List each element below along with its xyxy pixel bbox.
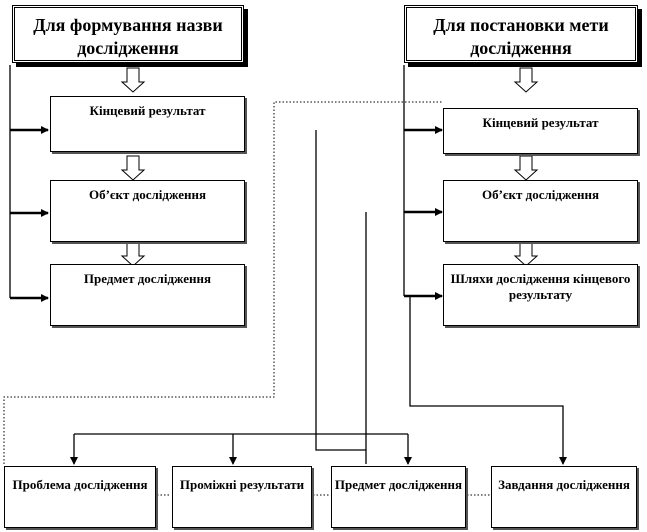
right-item-label: Кінцевий результат <box>482 115 599 130</box>
bottom-item-intermediate: Проміжні результати <box>172 466 312 528</box>
left-item-label: Кінцевий результат <box>89 103 206 118</box>
left-item-object: Об’єкт дослідження <box>50 180 245 242</box>
bottom-item-label: Предмет дослідження <box>334 477 463 492</box>
right-item-end-result: Кінцевий результат <box>443 108 638 154</box>
left-title: Для формування назви дослідження <box>33 15 223 58</box>
left-title-box: Для формування назви дослідження <box>12 5 244 63</box>
left-item-subject: Предмет дослідження <box>50 264 245 326</box>
right-item-object: Об’єкт дослідження <box>443 180 638 242</box>
bottom-item-label: Завдання дослідження <box>498 477 630 492</box>
right-item-label: Об’єкт дослідження <box>481 187 600 202</box>
bottom-item-tasks: Завдання дослідження <box>491 466 637 528</box>
left-item-end-result: Кінцевий результат <box>50 96 245 152</box>
right-item-label: Шляхи дослідження кінцевого результату <box>450 271 631 302</box>
right-item-ways: Шляхи дослідження кінцевого результату <box>443 264 638 326</box>
bottom-item-problem: Проблема дослідження <box>4 466 156 528</box>
bottom-item-subject: Предмет дослідження <box>331 466 466 528</box>
right-title: Для постановки мети дослідження <box>433 15 609 58</box>
bottom-item-label: Проміжні результати <box>179 477 305 492</box>
right-title-box: Для постановки мети дослідження <box>404 5 638 63</box>
left-item-label: Об’єкт дослідження <box>88 187 207 202</box>
left-item-label: Предмет дослідження <box>83 271 212 286</box>
bottom-item-label: Проблема дослідження <box>12 477 148 492</box>
